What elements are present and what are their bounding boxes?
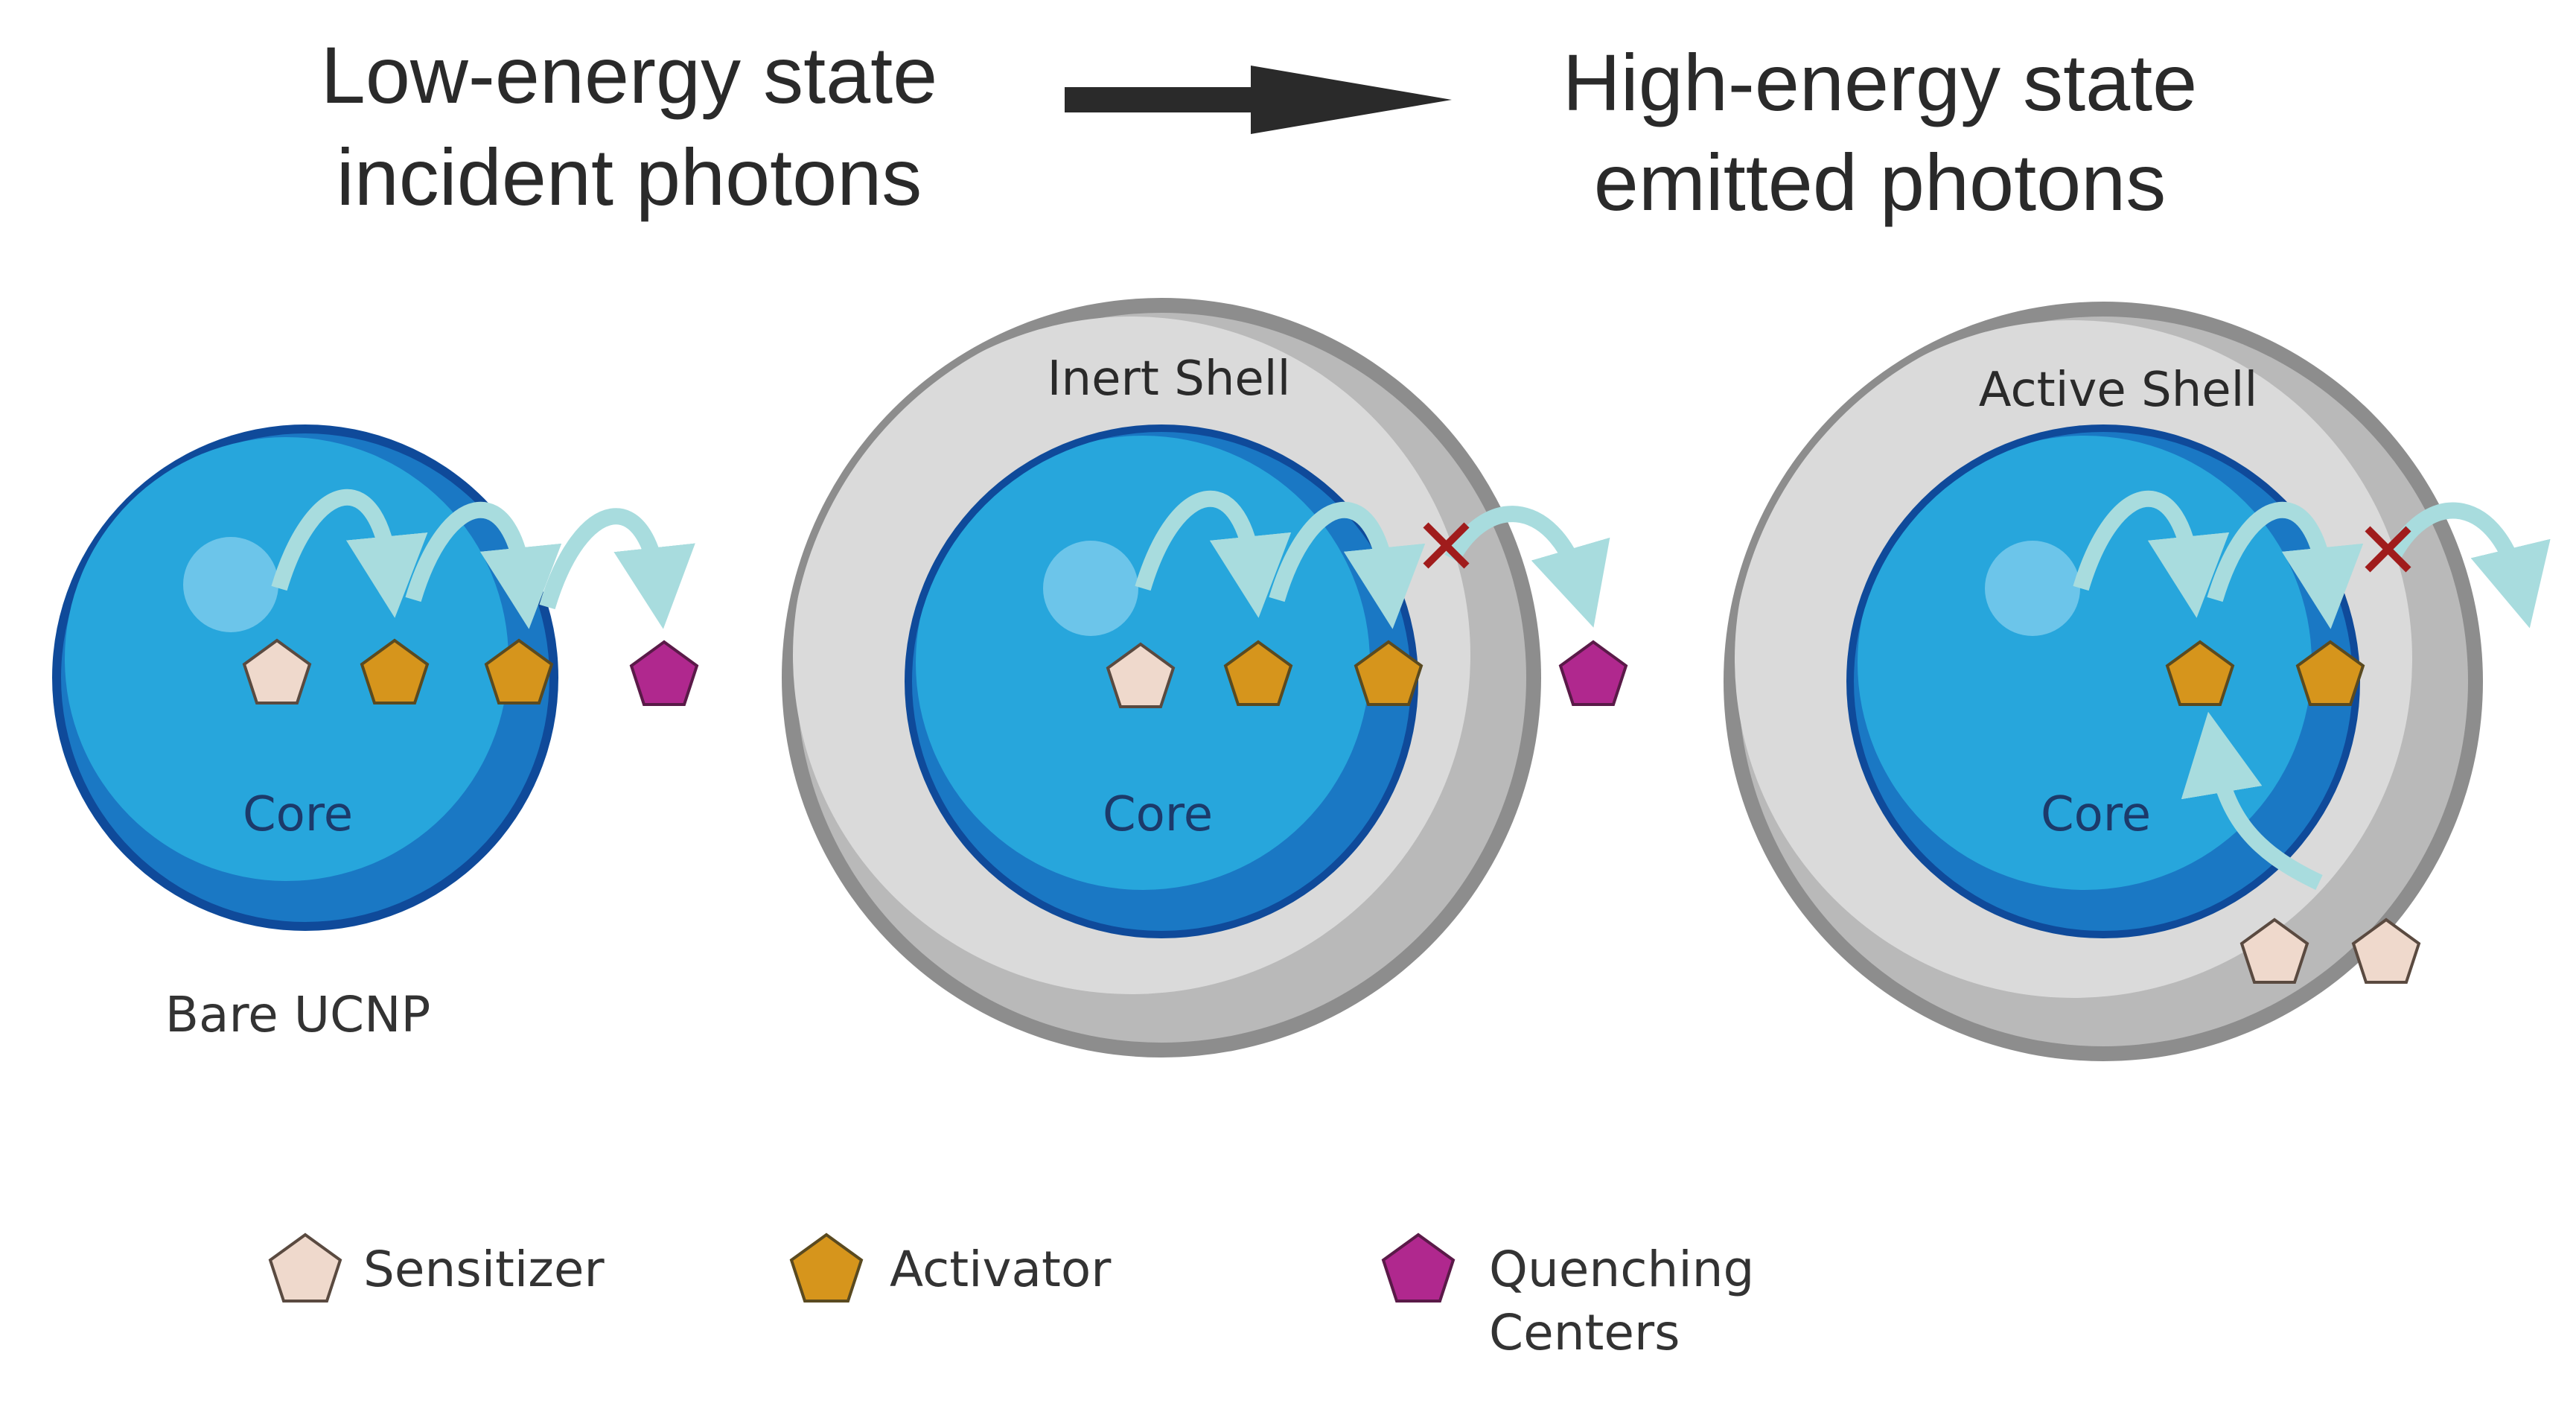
legend: Sensitizer Activator Quenching Centers — [268, 1233, 1754, 1361]
activator-ion — [2295, 640, 2365, 706]
active-shell-label: Active Shell — [1979, 363, 2257, 418]
title-high-energy-line1: High-energy state — [1563, 37, 2197, 127]
inert-shell-panel: Inert Shell Core — [782, 298, 1628, 1057]
legend-activator-label: Activator — [890, 1241, 1112, 1298]
photon-glow — [183, 537, 278, 632]
core-label: Core — [2041, 787, 2151, 842]
legend-quenching-label-line1: Quenching — [1489, 1241, 1754, 1298]
activator-ion — [2165, 640, 2235, 706]
sensitizer-legend-icon — [268, 1233, 342, 1303]
energy-transfer-arrow — [2073, 491, 2230, 618]
title-low-energy-line2: incident photons — [337, 132, 922, 222]
transition-arrow — [1065, 66, 1452, 134]
photon-glow — [1043, 541, 1138, 636]
bare-ucnp-panel: Core Bare UCNP — [52, 424, 699, 1043]
blocked-transfer-mark — [1423, 522, 1470, 569]
sensitizer-ion — [2239, 917, 2309, 984]
activator-ion — [484, 638, 554, 704]
title-low-energy-line1: Low-energy state — [321, 30, 937, 120]
sensitizer-ion — [242, 638, 312, 704]
core-label: Core — [1103, 787, 1213, 842]
quenching-center — [629, 640, 699, 706]
energy-transfer-arrow — [539, 508, 695, 629]
sensitizer-ion — [1106, 642, 1176, 708]
quenching-legend-icon — [1381, 1233, 1456, 1303]
blocked-transfer-mark — [2365, 526, 2411, 573]
energy-transfer-arrow — [405, 502, 562, 629]
photon-glow — [1985, 541, 2080, 636]
energy-transfer-arrow — [2207, 502, 2364, 629]
energy-transfer-arrow — [1135, 491, 1292, 618]
legend-quenching-label-line2: Centers — [1489, 1304, 1680, 1361]
legend-sensitizer-label: Sensitizer — [363, 1241, 605, 1298]
activator-ion — [1354, 640, 1424, 706]
energy-transfer-arrow — [1269, 502, 1426, 629]
inert-shell-label: Inert Shell — [1048, 352, 1291, 407]
sensitizer-ion — [2351, 917, 2421, 984]
bare-ucnp-caption: Bare UCNP — [165, 986, 431, 1043]
quenching-center — [1558, 640, 1628, 706]
energy-transfer-arrow — [271, 489, 428, 618]
core-label: Core — [243, 787, 353, 842]
energy-transfer-arrow — [2181, 711, 2323, 890]
activator-ion — [360, 638, 430, 704]
energy-transfer-arrow — [1444, 506, 1610, 628]
title-high-energy-line2: emitted photons — [1594, 137, 2167, 227]
activator-legend-icon — [789, 1233, 864, 1303]
active-shell-panel: Active Shell Core — [1724, 302, 2551, 1061]
activator-ion — [1223, 640, 1293, 706]
